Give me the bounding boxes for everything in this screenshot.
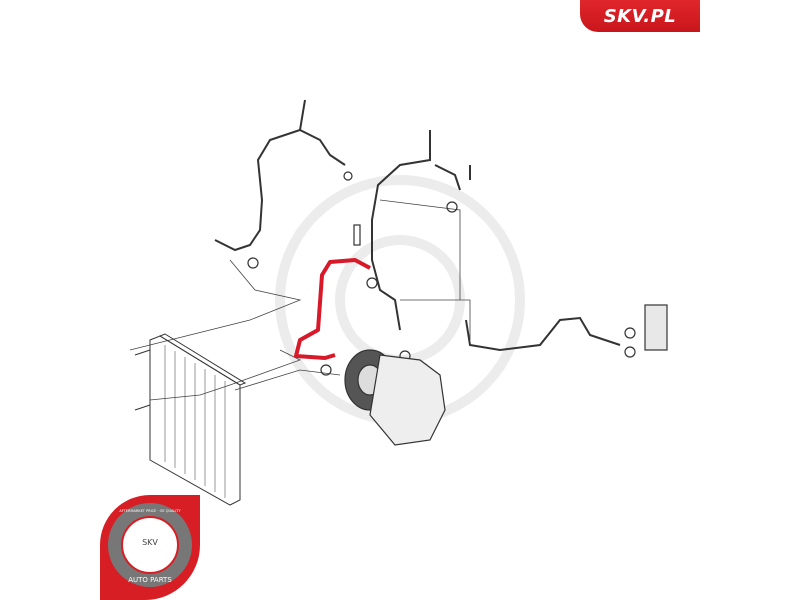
badge-bottom-text: AUTO PARTS <box>128 576 172 584</box>
red-ac-hose[interactable] <box>294 258 371 360</box>
leader-lines <box>129 199 471 401</box>
skv-auto-parts-badge: SKV AUTO PARTS AFTERMARKET PRICE · OE QU… <box>100 495 200 600</box>
expansion-valve <box>644 304 668 351</box>
suction-discharge-hoses <box>371 130 621 352</box>
fittings <box>320 201 636 376</box>
condenser <box>134 333 247 506</box>
ac-compressor <box>344 349 446 446</box>
badge-ring-text: AFTERMARKET PRICE · OE QUALITY <box>119 509 181 513</box>
skv-logo-banner[interactable]: SKV.PL <box>580 0 700 32</box>
badge-center-text: SKV <box>142 538 158 547</box>
logo-text: SKV.PL <box>603 5 677 27</box>
upper-left-hose <box>214 99 353 269</box>
